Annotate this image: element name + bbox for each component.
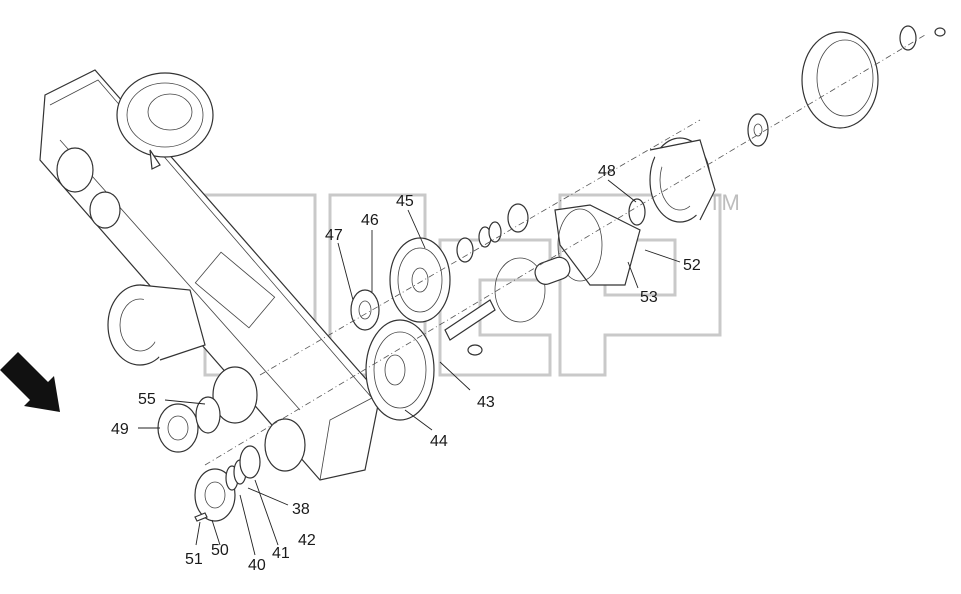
- callout-41: 41: [272, 545, 290, 562]
- cover-ring: [801, 25, 946, 129]
- center-axis-line: [204, 34, 926, 466]
- shaft-43: [444, 299, 496, 356]
- seal-rings-center: [456, 203, 546, 323]
- planetary-carrier: [649, 137, 716, 223]
- cover-plate-50: [194, 445, 261, 522]
- cover-plate-49: [157, 396, 221, 453]
- main-housing: [39, 69, 381, 481]
- callout-48: 48: [598, 163, 616, 180]
- direction-arrow-icon: [0, 352, 60, 412]
- callout-46: 46: [361, 212, 379, 229]
- hub-housing: [534, 198, 646, 286]
- gear-45: [389, 237, 451, 323]
- callout-49: 49: [111, 421, 129, 438]
- hydraulic-motor-left: [116, 72, 214, 170]
- planet-gear: [747, 113, 769, 147]
- flange-disk: [107, 284, 206, 366]
- callout-47: 47: [325, 227, 343, 244]
- callout-51: 51: [185, 551, 203, 568]
- callout-55: 55: [138, 391, 156, 408]
- callout-52: 52: [683, 257, 701, 274]
- callout-50: 50: [211, 542, 229, 559]
- gear-46: [350, 289, 380, 331]
- callout-38: 38: [292, 501, 310, 518]
- callout-40: 40: [248, 557, 266, 574]
- callout-44: 44: [430, 433, 448, 450]
- bolt-51: [194, 512, 208, 522]
- callout-45: 45: [396, 193, 414, 210]
- callout-42: 42: [298, 532, 316, 549]
- gear-44: [365, 319, 435, 421]
- callout-labels: 38 40 41 42 43 44 45 46 47 48 49 50 51 5…: [111, 163, 701, 574]
- leader-lines: [138, 179, 681, 556]
- callout-43: 43: [477, 394, 495, 411]
- callout-53: 53: [640, 289, 658, 306]
